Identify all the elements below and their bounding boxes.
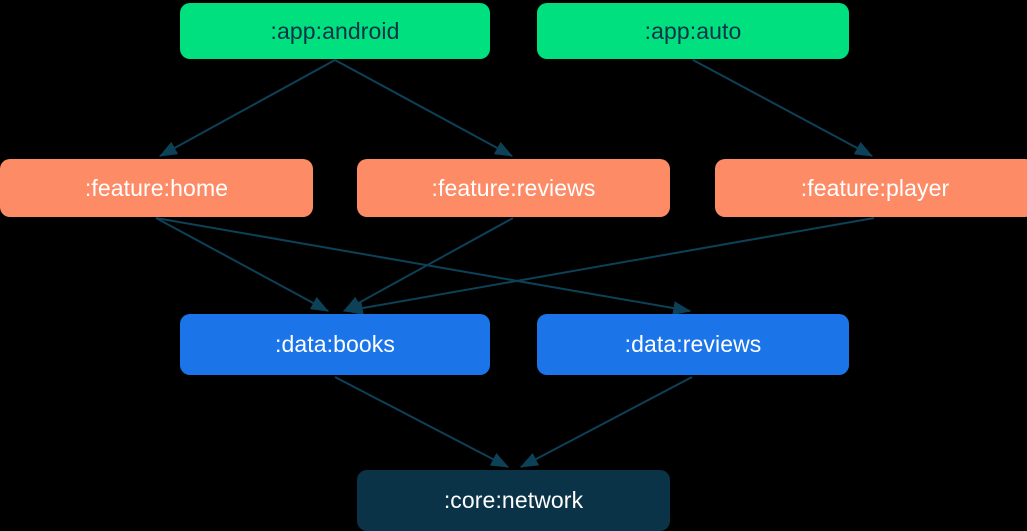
node-label-core-network: :core:network [443,487,584,513]
node-label-feature-home: :feature:home [84,174,229,201]
edges-group [155,59,875,468]
node-data-reviews[interactable]: :data:reviews [537,314,849,375]
node-label-app-auto: :app:auto [644,17,742,44]
node-feature-home[interactable]: :feature:home [0,159,313,217]
node-label-app-android: :app:android [270,17,400,44]
node-core-network[interactable]: :core:network [357,470,670,531]
edge-feature-home-to-data-books [155,217,330,312]
edge-feature-player-to-data-books [344,217,875,315]
edge-app-auto-to-feature-player [692,59,874,157]
edge-data-books-to-core-network [334,376,510,468]
node-app-auto[interactable]: :app:auto [537,3,849,59]
edge-data-reviews-to-core-network [519,376,693,468]
node-feature-player[interactable]: :feature:player [715,159,1027,217]
node-label-feature-reviews: :feature:reviews [431,174,596,201]
edge-feature-reviews-to-data-books [342,217,514,312]
node-feature-reviews[interactable]: :feature:reviews [357,159,670,217]
node-label-data-reviews: :data:reviews [624,331,762,357]
node-app-android[interactable]: :app:android [180,3,490,59]
edge-feature-home-to-data-reviews [155,217,692,316]
edge-app-android-to-feature-home [158,59,336,157]
node-label-feature-player: :feature:player [800,174,950,201]
node-data-books[interactable]: :data:books [180,314,490,375]
node-label-data-books: :data:books [274,331,396,357]
edge-app-android-to-feature-reviews [334,59,514,157]
